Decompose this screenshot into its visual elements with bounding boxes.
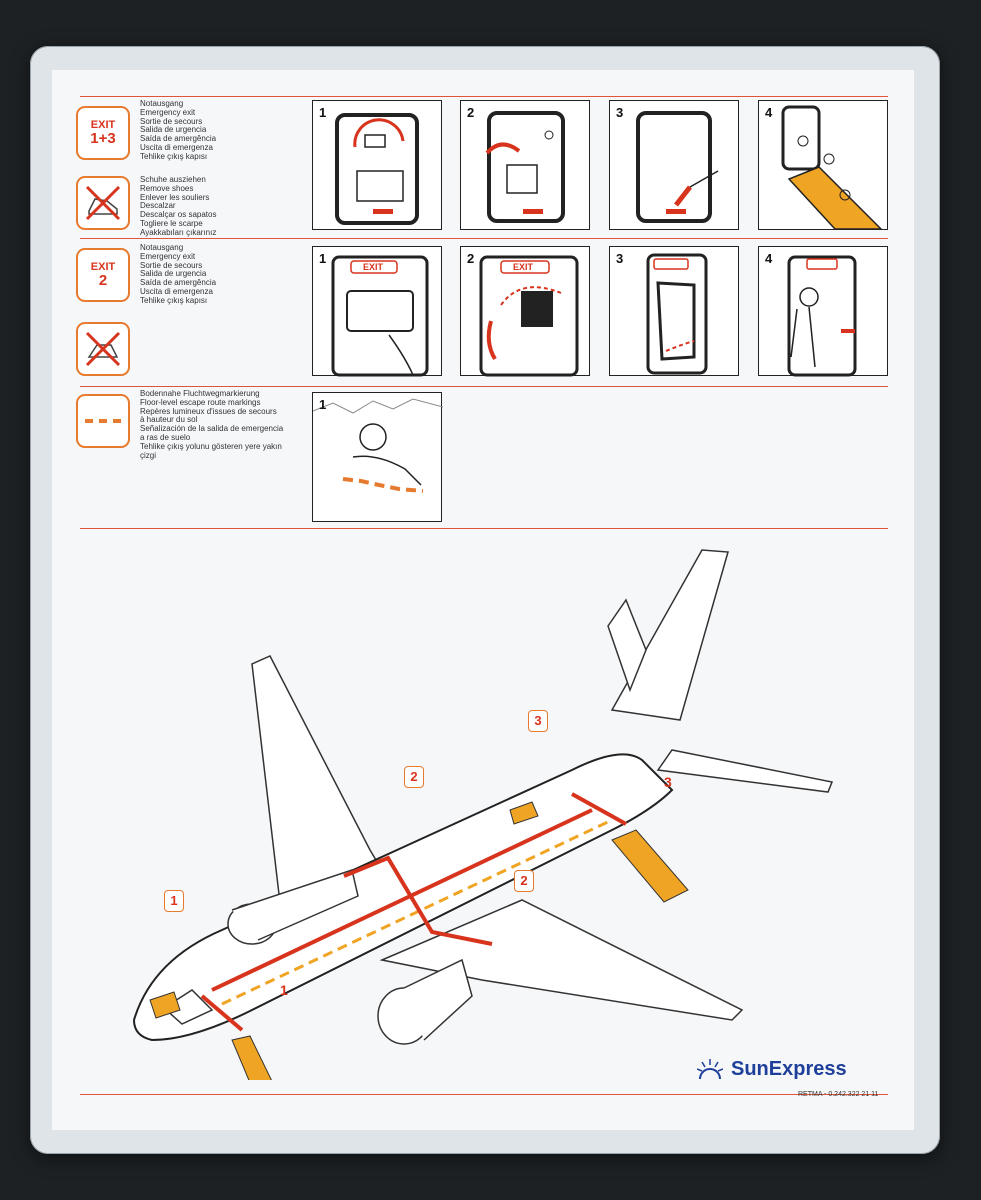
reference-code: RETMA - 0.242.322 21 11 <box>798 1091 879 1098</box>
rule-diagram <box>80 528 888 529</box>
label-exit-2-top: 2 <box>404 766 424 788</box>
exit-sign-label: EXIT <box>513 262 534 272</box>
floor-markings-icon <box>76 394 130 448</box>
panel-row2-step3: 3 <box>609 246 739 376</box>
rule-bottom <box>80 1094 888 1095</box>
aircraft-exit-diagram <box>132 549 834 1080</box>
exit-2-icon: EXIT 2 <box>76 248 130 302</box>
panel-row2-step4: 4 <box>758 246 888 377</box>
panel-row1-step4: 4 <box>758 100 888 230</box>
no-shoes-icon <box>76 176 130 230</box>
no-luggage-icon <box>76 322 130 376</box>
label-exit-1-bottom: 1 <box>280 982 288 998</box>
panel-row2-step1: 1 EXIT <box>312 246 442 377</box>
label-exit-2-bottom: 2 <box>514 870 534 892</box>
rule-row2 <box>80 238 888 239</box>
panel-row1-step1: 1 <box>312 100 442 230</box>
panel-row1-step2: 2 <box>460 100 590 230</box>
panel-row1-step3: 3 <box>609 100 739 230</box>
panel-row2-step2: 2 EXIT <box>460 246 590 377</box>
panel-row3-step1: 1 <box>312 392 443 522</box>
brand-name: SunExpress <box>731 1058 847 1080</box>
exit-sign-label: EXIT <box>363 262 384 272</box>
sun-logo-icon <box>697 1058 723 1079</box>
brand: SunExpress <box>697 1058 847 1081</box>
label-exit-3-bottom: 3 <box>664 774 672 790</box>
label-exit-1-top: 1 <box>164 890 184 912</box>
exit-1-3-icon: EXIT 1+3 <box>76 106 130 160</box>
rule-row3 <box>80 386 888 387</box>
rule-top <box>80 96 888 97</box>
label-exit-3-top: 3 <box>528 710 548 732</box>
